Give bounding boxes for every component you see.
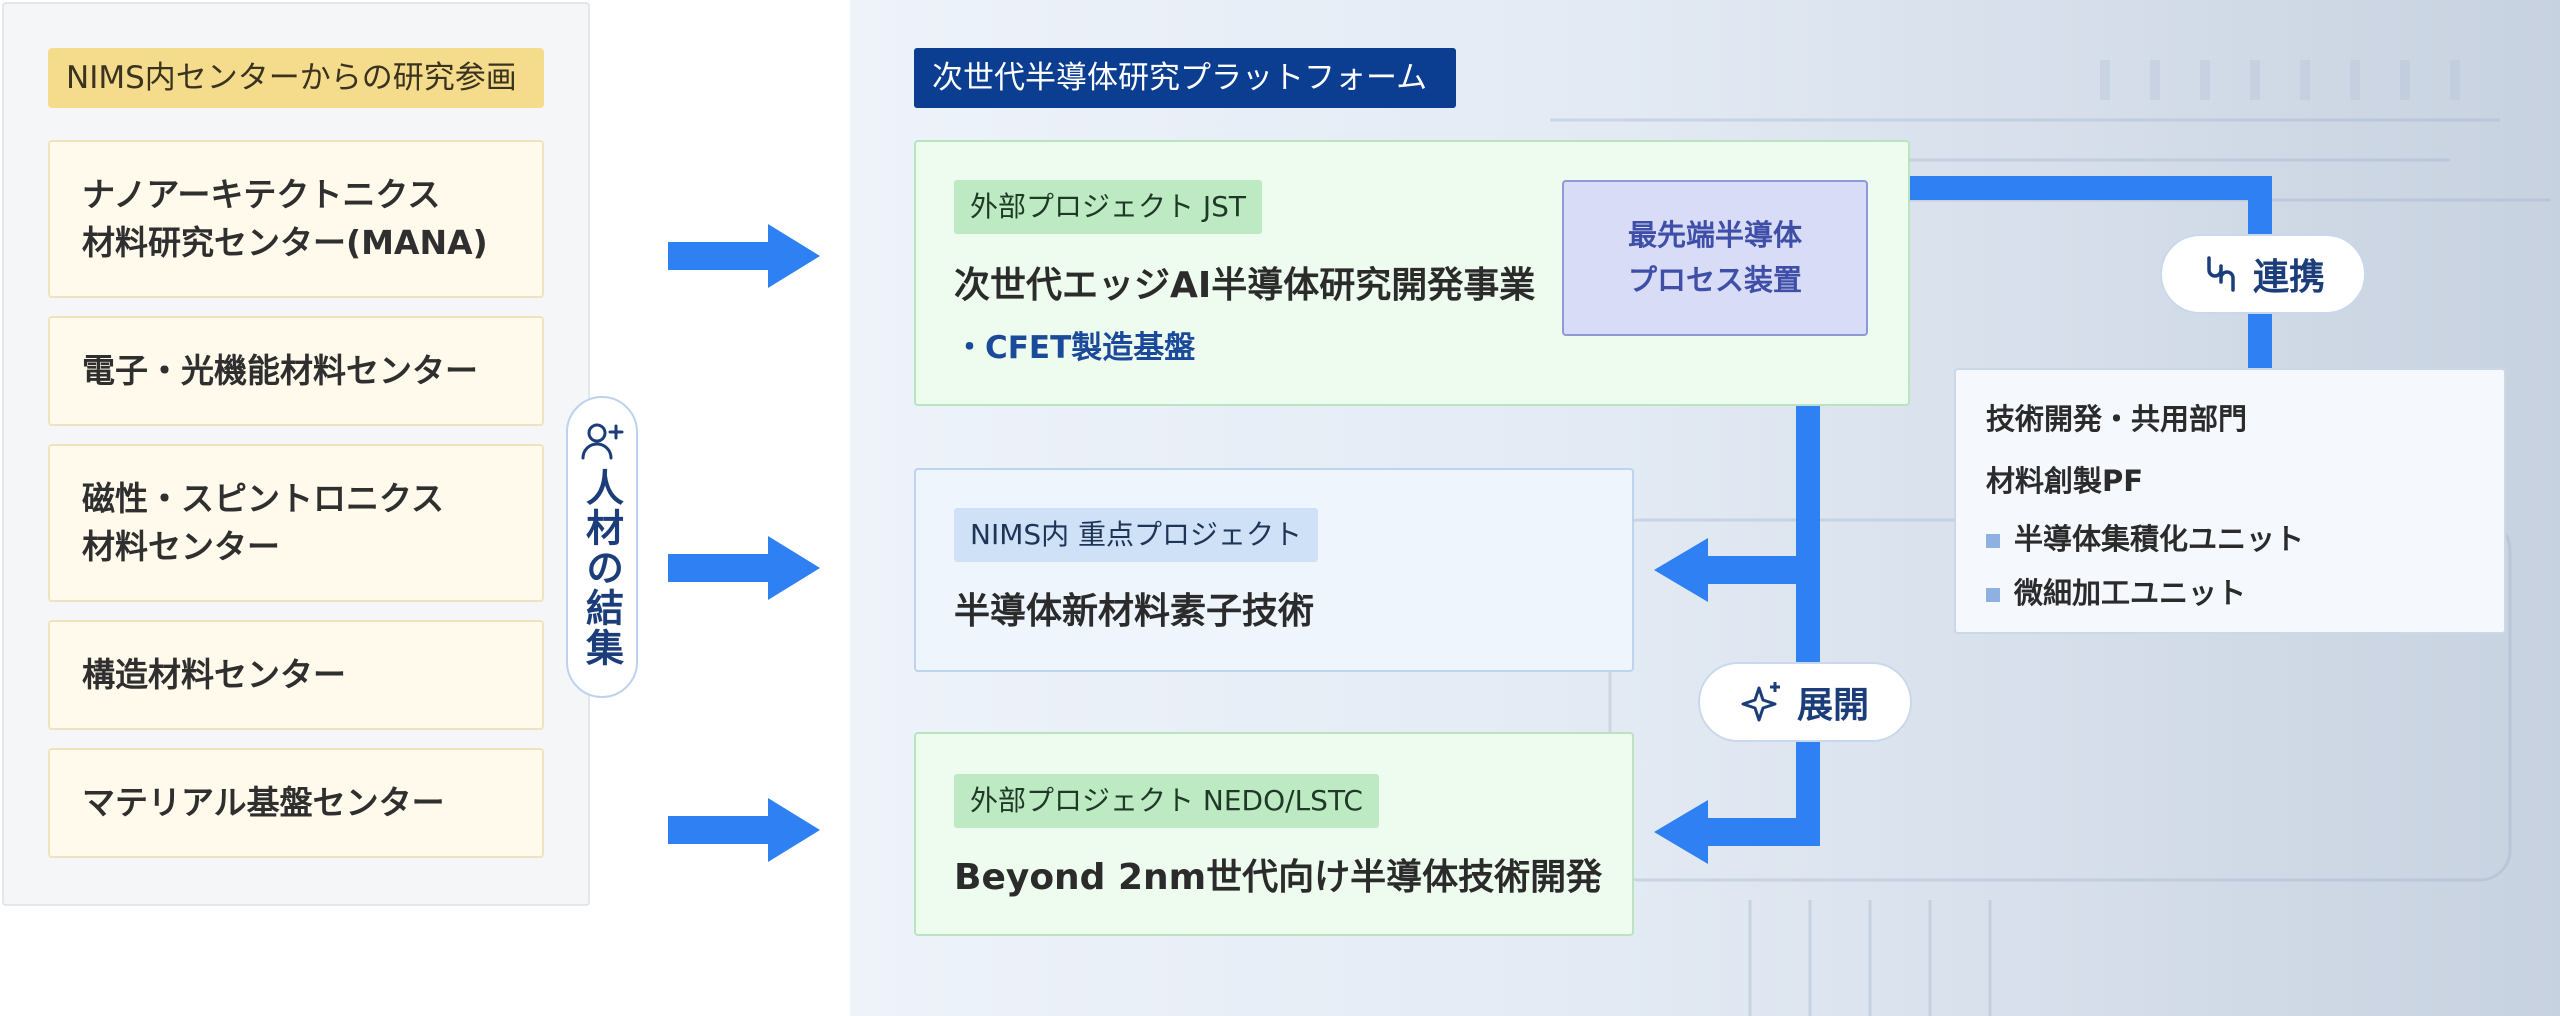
- project-title: Beyond 2nm世代向け半導体技術開発: [954, 857, 1603, 898]
- tech-unit-label: 微細加工ユニット: [2014, 576, 2247, 610]
- link-line-horizontal: [1908, 176, 2272, 200]
- device-line1: 最先端半導体: [1627, 218, 1802, 253]
- process-equipment-box: 最先端半導体 プロセス装置: [1562, 180, 1868, 336]
- link-pill: 連携: [2160, 234, 2366, 314]
- center-box-magnetic: 磁性・スピントロニクス 材料センター: [48, 444, 544, 602]
- center-line1: マテリアル基盤センター: [82, 783, 445, 823]
- center-line1: 磁性・スピントロニクス: [82, 479, 445, 519]
- link-icon: [2207, 256, 2235, 292]
- device-line2: プロセス装置: [1627, 263, 1802, 297]
- center-line1: 電子・光機能材料センター: [82, 351, 478, 391]
- center-line1: ナノアーキテクトニクス: [82, 175, 441, 215]
- center-line1: 構造材料センター: [82, 655, 346, 695]
- expand-trunk: [1796, 354, 1820, 846]
- center-box-structural: 構造材料センター: [48, 620, 544, 730]
- bullet-square-icon: [1986, 588, 2000, 602]
- expand-label: 展開: [1796, 685, 1869, 726]
- project-tag: 外部プロジェクト JST: [954, 180, 1263, 234]
- nims-centers-tag: NIMS内センターからの研究参画: [48, 48, 544, 108]
- center-box-electronic: 電子・光機能材料センター: [48, 316, 544, 426]
- project-tag: NIMS内 重点プロジェクト: [954, 508, 1319, 562]
- center-line2: 材料センター: [82, 527, 280, 566]
- project-title: 半導体新材料素子技術: [954, 591, 1315, 632]
- tech-dept-label: 技術開発・共用部門: [1986, 402, 2248, 436]
- center-box-materials-base: マテリアル基盤センター: [48, 748, 544, 858]
- link-label: 連携: [2252, 257, 2325, 298]
- project-nims-priority: NIMS内 重点プロジェクト 半導体新材料素子技術: [914, 468, 1634, 672]
- center-line2: 材料研究センター(MANA): [82, 223, 488, 262]
- tech-unit-item: 半導体集積化ユニット: [1986, 516, 2304, 558]
- tech-unit-label: 半導体集積化ユニット: [2014, 522, 2305, 556]
- arrow-to-nedo-left: [1654, 800, 1808, 864]
- tech-unit-item: 微細加工ユニット: [1986, 570, 2246, 612]
- project-title: 次世代エッジAI半導体研究開発事業: [954, 265, 1536, 306]
- bullet-square-icon: [1986, 534, 2000, 548]
- project-tag: 外部プロジェクト NEDO/LSTC: [954, 774, 1379, 828]
- talent-gathering-label: 人材の結集: [579, 468, 624, 668]
- arrow-to-nims-project-left: [1654, 538, 1808, 602]
- arrow-to-nims-project: [668, 536, 820, 600]
- talent-gathering-pill: 人材の結集: [566, 396, 638, 698]
- project-nedo-lstc: 外部プロジェクト NEDO/LSTC Beyond 2nm世代向け半導体技術開発: [914, 732, 1634, 936]
- platform-title: 次世代半導体研究プラットフォーム: [914, 48, 1456, 108]
- tech-development-box: 技術開発・共用部門 材料創製PF 半導体集積化ユニット 微細加工ユニット: [1954, 368, 2506, 634]
- tech-pf-label: 材料創製PF: [1986, 464, 2144, 498]
- person-add-icon: [581, 423, 624, 460]
- center-box-mana: ナノアーキテクトニクス 材料研究センター(MANA): [48, 140, 544, 298]
- arrow-to-jst: [668, 224, 820, 288]
- expand-pill: 展開: [1698, 662, 1912, 742]
- sparkle-icon: [1741, 682, 1780, 722]
- project-sub: ・CFET製造基盤: [954, 330, 1196, 366]
- arrow-to-nedo: [668, 798, 820, 862]
